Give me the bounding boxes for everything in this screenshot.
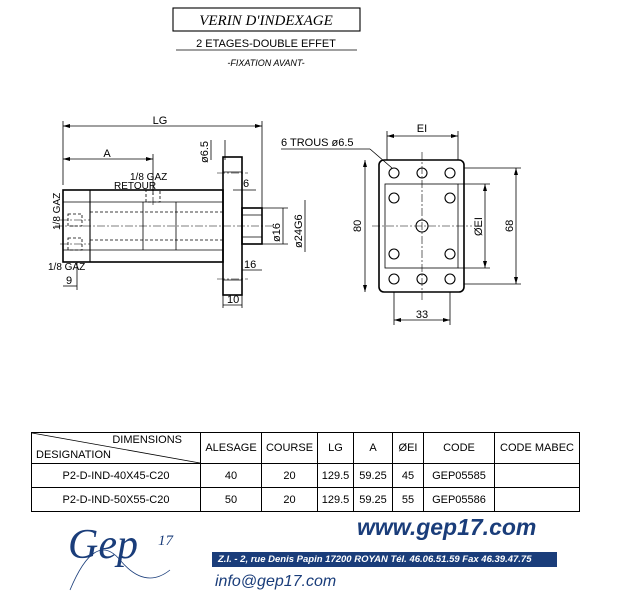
- cell-dei: 45: [392, 463, 424, 488]
- dim-16: 16: [244, 259, 256, 271]
- cell-a: 59.25: [353, 463, 393, 488]
- cell-alesage: 50: [200, 487, 262, 512]
- diagonal-line: [32, 433, 200, 463]
- table-row: P2-D-IND-40X45-C20 40 20 129.5 59.25 45 …: [31, 463, 580, 488]
- header-dimensions: DIMENSIONS: [112, 434, 182, 446]
- page-subtitle-2: -FIXATION AVANT-: [227, 58, 304, 68]
- cell-course: 20: [261, 487, 318, 512]
- spec-table: DIMENSIONS DESIGNATION ALESAGE COURSE LG…: [31, 432, 580, 512]
- header-lg: LG: [317, 432, 354, 464]
- page-subtitle: 2 ETAGES-DOUBLE EFFET: [196, 38, 336, 50]
- dim-6: 6: [243, 178, 249, 190]
- cell-code: GEP05585: [423, 463, 495, 488]
- label-gaz-left: 1/8 GAZ: [52, 193, 63, 230]
- front-view: EI 6 TROUS ø6.5 80: [281, 123, 521, 325]
- dim-10: 10: [227, 294, 239, 306]
- header-code: CODE: [423, 432, 495, 464]
- dim-9: 9: [66, 275, 72, 287]
- table-header-row: DIMENSIONS DESIGNATION ALESAGE COURSE LG…: [31, 432, 580, 464]
- cell-code-mabec: [494, 487, 580, 512]
- dim-ei: EI: [417, 123, 427, 135]
- logo-number: 17: [158, 533, 175, 549]
- dim-68: 68: [504, 220, 516, 232]
- cell-course: 20: [261, 463, 318, 488]
- cell-lg: 129.5: [317, 463, 354, 488]
- header-designation: DESIGNATION: [36, 449, 111, 461]
- dim-a: A: [103, 148, 111, 160]
- cell-dei: 55: [392, 487, 424, 512]
- cell-designation: P2-D-IND-50X55-C20: [31, 487, 201, 512]
- side-view: LG A ø6.5 1/8 GAZ: [48, 115, 306, 308]
- header-a: A: [353, 432, 393, 464]
- dim-dei: ØEI: [473, 217, 485, 236]
- label-retour: RETOUR: [114, 181, 156, 192]
- cell-designation: P2-D-IND-40X45-C20: [31, 463, 201, 488]
- label-gaz-retour: 1/8 GAZ: [130, 172, 167, 183]
- page-title: VERIN D'INDEXAGE: [199, 13, 333, 29]
- title-box: [172, 7, 361, 32]
- dim-lg: LG: [153, 115, 168, 127]
- cell-code: GEP05586: [423, 487, 495, 512]
- header-course: COURSE: [261, 432, 318, 464]
- mounting-holes: [388, 167, 456, 285]
- table-row: P2-D-IND-50X55-C20 50 20 129.5 59.25 55 …: [31, 487, 580, 512]
- logo-text: Gep: [68, 522, 138, 568]
- header-code-mabec: CODE MABEC: [494, 432, 580, 464]
- email-link[interactable]: info@gep17.com: [215, 573, 337, 590]
- gep-logo: Gep 17: [68, 522, 175, 591]
- website-link[interactable]: www.gep17.com: [357, 514, 537, 540]
- cell-a: 59.25: [353, 487, 393, 512]
- cell-lg: 129.5: [317, 487, 354, 512]
- address-bar: Z.I. - 2, rue Denis Papin 17200 ROYAN Té…: [212, 552, 557, 567]
- dim-d16: ø16: [271, 223, 283, 242]
- header-designation-cell: DIMENSIONS DESIGNATION: [31, 432, 201, 464]
- header-alesage: ALESAGE: [200, 432, 262, 464]
- dim-33: 33: [416, 309, 428, 321]
- cell-alesage: 40: [200, 463, 262, 488]
- cell-code-mabec: [494, 463, 580, 488]
- label-gaz-bottom: 1/8 GAZ: [48, 262, 85, 273]
- dim-d65: ø6.5: [199, 141, 211, 163]
- dim-d24: ø24G6: [293, 214, 305, 248]
- dim-80: 80: [352, 220, 364, 232]
- header-dei: ØEI: [392, 432, 424, 464]
- label-6-trous: 6 TROUS ø6.5: [281, 137, 354, 149]
